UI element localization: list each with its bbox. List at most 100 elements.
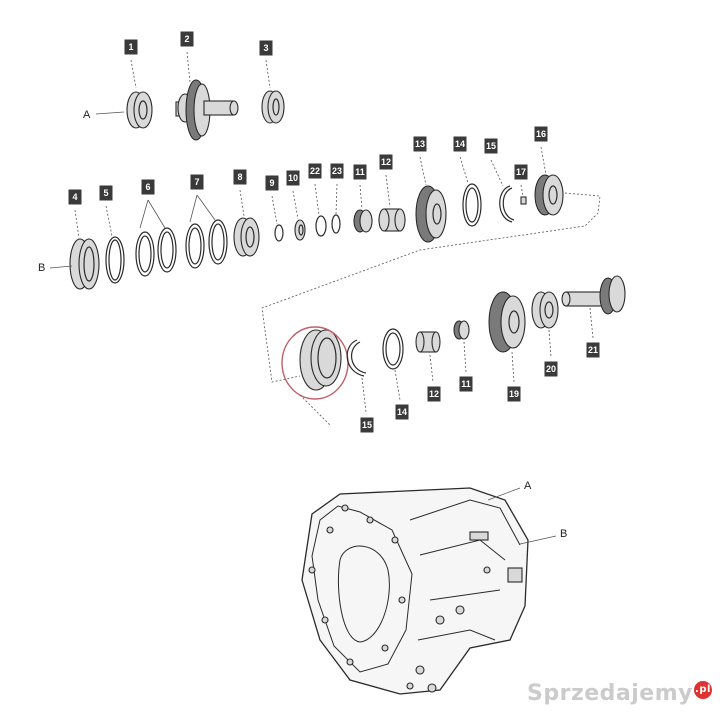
part-17-key bbox=[520, 184, 527, 205]
part-15-snap-ring bbox=[490, 159, 515, 223]
letter-layer: A B A B bbox=[38, 109, 567, 540]
callout-badge-box bbox=[360, 417, 374, 433]
callout-badge-19: 19 bbox=[507, 386, 521, 402]
callout-badge-box bbox=[413, 136, 427, 152]
callout-badge-5: 5 bbox=[99, 185, 113, 201]
callout-badge-14: 14 bbox=[453, 136, 467, 152]
callout-number: 4 bbox=[72, 192, 77, 202]
callout-number: 10 bbox=[288, 173, 298, 183]
axis-line-lower bbox=[299, 394, 331, 426]
callout-badge-box bbox=[180, 31, 194, 47]
part-11-needle-bearing bbox=[353, 184, 373, 233]
callout-badge-21: 21 bbox=[586, 342, 600, 358]
callout-badge-1: 1 bbox=[124, 39, 138, 55]
callout-number: 23 bbox=[332, 166, 342, 176]
callout-badge-box bbox=[379, 154, 393, 170]
reference-letter-b-mid: B bbox=[38, 262, 45, 274]
callout-number: 20 bbox=[546, 364, 556, 374]
callout-badge-11: 11 bbox=[459, 376, 473, 392]
callout-number: 9 bbox=[269, 178, 274, 188]
callout-badge-11: 11 bbox=[353, 164, 367, 180]
callout-badge-12: 12 bbox=[427, 386, 441, 402]
callout-badge-box bbox=[286, 170, 300, 186]
callout-number: 11 bbox=[355, 167, 365, 177]
part-14-ring-lower bbox=[382, 328, 404, 401]
part-23-ring bbox=[331, 183, 341, 234]
part-2-shaft-gear bbox=[175, 51, 239, 141]
part-8-bearing bbox=[233, 189, 260, 257]
callout-badge-17: 17 bbox=[514, 164, 528, 180]
callout-badge-box bbox=[259, 40, 273, 56]
callout-number: 21 bbox=[588, 345, 598, 355]
callout-badge-box bbox=[507, 386, 521, 402]
callout-badge-6: 6 bbox=[141, 179, 155, 195]
part-4-seal bbox=[49, 209, 100, 290]
callout-badge-box bbox=[353, 164, 367, 180]
callout-number: 6 bbox=[145, 182, 150, 192]
callout-badge-22: 22 bbox=[308, 163, 322, 179]
callout-badge-box bbox=[544, 361, 558, 377]
callout-badge-box bbox=[233, 169, 247, 185]
transmission-housing bbox=[301, 487, 557, 695]
part-11-needle-bearing-lower bbox=[453, 320, 470, 373]
callout-number: 15 bbox=[362, 420, 372, 430]
callout-badge-box bbox=[330, 163, 344, 179]
callout-number: 14 bbox=[455, 139, 465, 149]
reference-letter-a-housing: A bbox=[524, 480, 532, 492]
callout-badge-9: 9 bbox=[265, 175, 279, 191]
callout-badge-16: 16 bbox=[534, 126, 548, 142]
part-12-sleeve bbox=[378, 174, 406, 232]
callout-number: 15 bbox=[486, 141, 496, 151]
callout-badge-12: 12 bbox=[379, 154, 393, 170]
callout-number: 19 bbox=[509, 389, 519, 399]
callout-badge-box bbox=[265, 175, 279, 191]
callout-badge-8: 8 bbox=[233, 169, 247, 185]
part-14-ring bbox=[459, 156, 482, 227]
reference-letter-a-top: A bbox=[83, 109, 91, 121]
part-16-bearing bbox=[534, 146, 564, 216]
callout-badge-box bbox=[190, 174, 204, 190]
callout-number: 1 bbox=[128, 42, 133, 52]
callout-badge-box bbox=[459, 376, 473, 392]
callout-badge-box bbox=[68, 189, 82, 205]
callout-badge-box bbox=[586, 342, 600, 358]
callout-number: 2 bbox=[184, 34, 189, 44]
watermark: Sprzedajemy.pl bbox=[527, 681, 712, 706]
callout-number: 12 bbox=[429, 389, 439, 399]
part-5-snap-ring bbox=[105, 205, 125, 284]
callout-badge-15: 15 bbox=[360, 417, 374, 433]
callout-badge-box bbox=[308, 163, 322, 179]
callout-badge-box bbox=[484, 138, 498, 154]
part-9-clip bbox=[271, 195, 284, 242]
callout-badge-15: 15 bbox=[484, 138, 498, 154]
callout-number: 16 bbox=[536, 129, 546, 139]
callout-badge-7: 7 bbox=[190, 174, 204, 190]
callout-badge-3: 3 bbox=[259, 40, 273, 56]
callout-badge-13: 13 bbox=[413, 136, 427, 152]
reference-letter-b-housing: B bbox=[560, 528, 567, 540]
callout-badge-10: 10 bbox=[286, 170, 300, 186]
part-6-shims bbox=[135, 199, 177, 277]
part-10-washer bbox=[292, 190, 306, 241]
callout-badge-box bbox=[427, 386, 441, 402]
part-22-ring bbox=[314, 183, 327, 237]
callout-badge-20: 20 bbox=[544, 361, 558, 377]
part-15-snap-ring-lower bbox=[346, 339, 367, 413]
callout-badge-box bbox=[453, 136, 467, 152]
watermark-text: Sprzedajemy bbox=[527, 681, 693, 706]
part-3-bearing bbox=[261, 59, 285, 124]
part-20-bearing bbox=[531, 291, 559, 358]
callout-number: 14 bbox=[397, 407, 407, 417]
callout-badge-14: 14 bbox=[395, 404, 409, 420]
callout-badge-box bbox=[124, 39, 138, 55]
callout-number: 12 bbox=[381, 157, 391, 167]
callout-number: 11 bbox=[461, 379, 471, 389]
callout-number: 13 bbox=[415, 139, 425, 149]
part-12-sleeve-lower bbox=[415, 331, 441, 383]
callout-number: 8 bbox=[237, 172, 242, 182]
part-18-synchro-ring bbox=[281, 326, 349, 400]
part-19-gear bbox=[488, 291, 526, 383]
part-13-gear bbox=[415, 156, 447, 243]
